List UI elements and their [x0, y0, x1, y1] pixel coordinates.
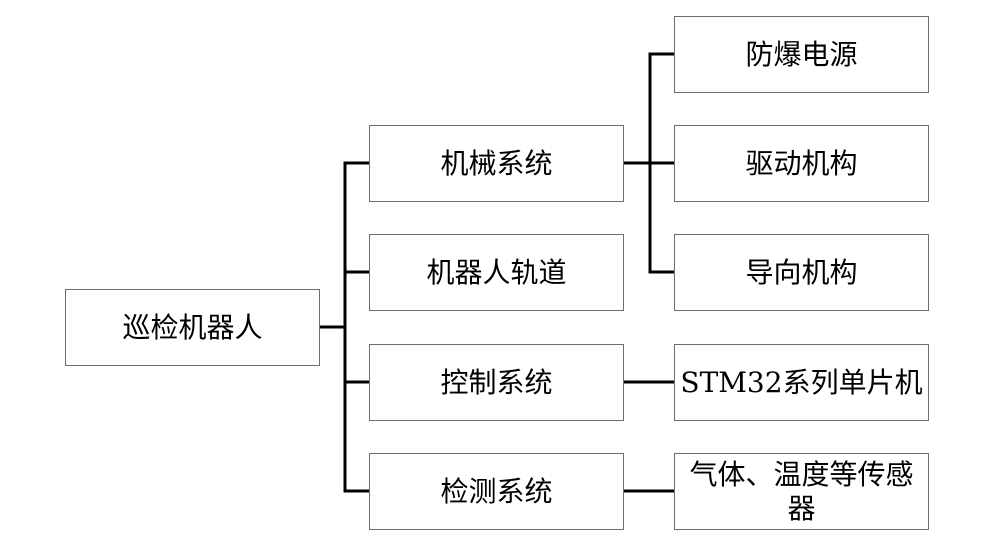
detection-system-label: 检测系统	[440, 474, 553, 508]
drive-mechanism-node: 驱动机构	[674, 125, 929, 202]
mechanical-system-label: 机械系统	[440, 146, 553, 180]
robot-track-label: 机器人轨道	[426, 255, 567, 289]
mechanical-system-node: 机械系统	[369, 125, 624, 202]
sensors-node: 气体、温度等传感器	[674, 453, 929, 530]
mcu-node: STM32系列单片机	[674, 344, 929, 421]
robot-track-node: 机器人轨道	[369, 234, 624, 311]
drive-mechanism-label: 驱动机构	[745, 146, 858, 180]
root-node-label: 巡检机器人	[122, 310, 263, 344]
explosion-proof-power-node: 防爆电源	[674, 16, 929, 93]
mcu-label: STM32系列单片机	[680, 365, 923, 399]
detection-system-node: 检测系统	[369, 453, 624, 530]
guide-mechanism-node: 导向机构	[674, 234, 929, 311]
sensors-label: 气体、温度等传感器	[689, 457, 914, 525]
control-system-node: 控制系统	[369, 344, 624, 421]
guide-mechanism-label: 导向机构	[745, 255, 858, 289]
explosion-proof-power-label: 防爆电源	[745, 37, 858, 71]
control-system-label: 控制系统	[440, 365, 553, 399]
root-node: 巡检机器人	[65, 289, 320, 366]
